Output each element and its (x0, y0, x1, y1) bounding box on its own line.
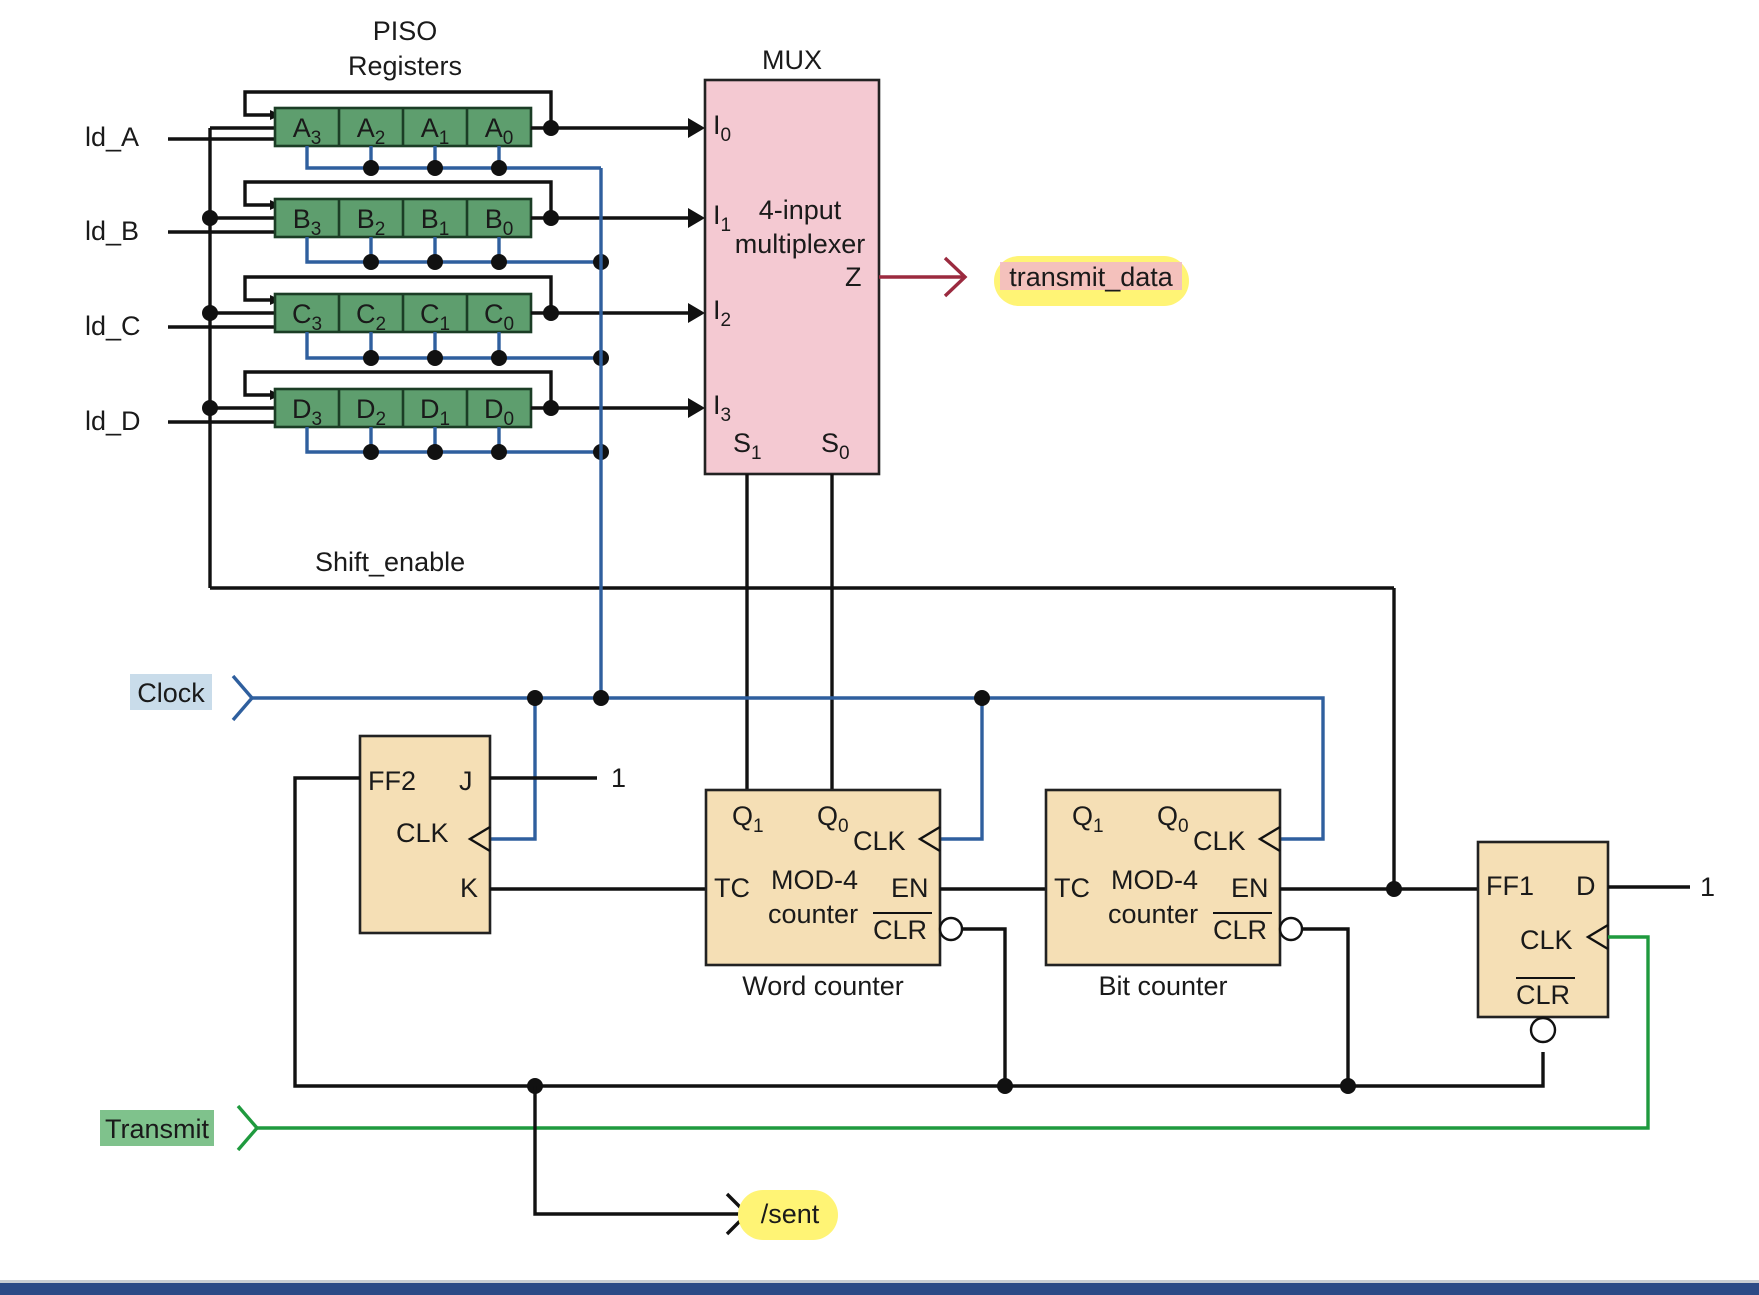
transmit-data-arrow-icon (943, 256, 968, 298)
register-a: A3 A2 A1 A0 (243, 90, 705, 176)
register-b: B3 B2 B1 B0 (243, 180, 705, 270)
ff2-j: J (459, 766, 473, 796)
bit-counter-caption: Bit counter (1098, 971, 1227, 1001)
wc-clk-triangle-icon (917, 825, 941, 853)
clock-label-bg (130, 674, 212, 710)
ff1-d: D (1576, 871, 1596, 901)
bit-counter-block (1044, 788, 1282, 967)
mux-output-z: Z (845, 262, 862, 292)
wc-en: EN (891, 873, 929, 903)
shift-enable-wires (202, 126, 1396, 890)
transmit-label-bg (100, 1110, 214, 1146)
word-counter-caption: Word counter (742, 971, 904, 1001)
word-counter-block (704, 788, 942, 967)
register-d: D3 D2 D1 D0 (243, 370, 705, 460)
ff1-clr: CLR (1516, 980, 1570, 1010)
ld-a-label: ld_A (85, 122, 139, 152)
ff1-d-value: 1 (1700, 872, 1715, 902)
bottom-bar (0, 1280, 1759, 1295)
mux-desc-line1: 4-input (759, 195, 842, 225)
transmit-label: Transmit (105, 1114, 210, 1144)
mux-desc-line2: multiplexer (735, 229, 866, 259)
transmit-input-icon (236, 1104, 260, 1152)
wc-line2: counter (768, 899, 858, 929)
ff2-clk-triangle-icon (467, 825, 491, 853)
wc-clr-bubble (938, 916, 964, 942)
bc-line1: MOD-4 (1111, 865, 1198, 895)
shift-enable-label: Shift_enable (315, 547, 465, 577)
clock-wire (252, 696, 1325, 841)
ff2-clk: CLK (396, 818, 449, 848)
wc-clk: CLK (853, 826, 906, 856)
sent-wire (533, 1086, 747, 1216)
wc-clr: CLR (873, 915, 927, 945)
bc-clr: CLR (1213, 915, 1267, 945)
ff1-clr-bubble (1529, 1016, 1557, 1044)
clock-label: Clock (137, 678, 205, 708)
ff1-clk: CLK (1520, 925, 1573, 955)
transmit-data-label: transmit_data (1009, 262, 1174, 292)
ff2-j-value: 1 (611, 763, 626, 793)
wc-line1: MOD-4 (771, 865, 858, 895)
register-c: C3 C2 C1 C0 (243, 275, 705, 366)
mux-block (703, 78, 881, 476)
bc-clk-triangle-icon (1257, 825, 1281, 853)
bc-line2: counter (1108, 899, 1198, 929)
ff2-block (358, 734, 492, 935)
ld-c-label: ld_C (85, 311, 141, 341)
ff1-clk-triangle-icon (1585, 923, 1609, 951)
mux-title: MUX (762, 45, 822, 75)
load-wires (168, 137, 275, 424)
wc-tc: TC (714, 873, 750, 903)
sent-bus-wire (293, 776, 1545, 1088)
bc-clk: CLK (1193, 826, 1246, 856)
piso-title-line2: Registers (348, 51, 462, 81)
ld-d-label: ld_D (85, 406, 141, 436)
ff1-name: FF1 (1486, 871, 1534, 901)
sent-highlight (738, 1190, 838, 1240)
bc-clr-bubble (1278, 916, 1304, 942)
ff2-name: FF2 (368, 766, 416, 796)
transmit-wire (257, 935, 1650, 1130)
clock-input-icon (231, 674, 255, 722)
sent-label: /sent (761, 1199, 820, 1229)
ld-b-label: ld_B (85, 216, 139, 246)
piso-title-line1: PISO (373, 16, 438, 46)
bc-tc: TC (1054, 873, 1090, 903)
ff2-k: K (460, 873, 478, 903)
bc-en: EN (1231, 873, 1269, 903)
